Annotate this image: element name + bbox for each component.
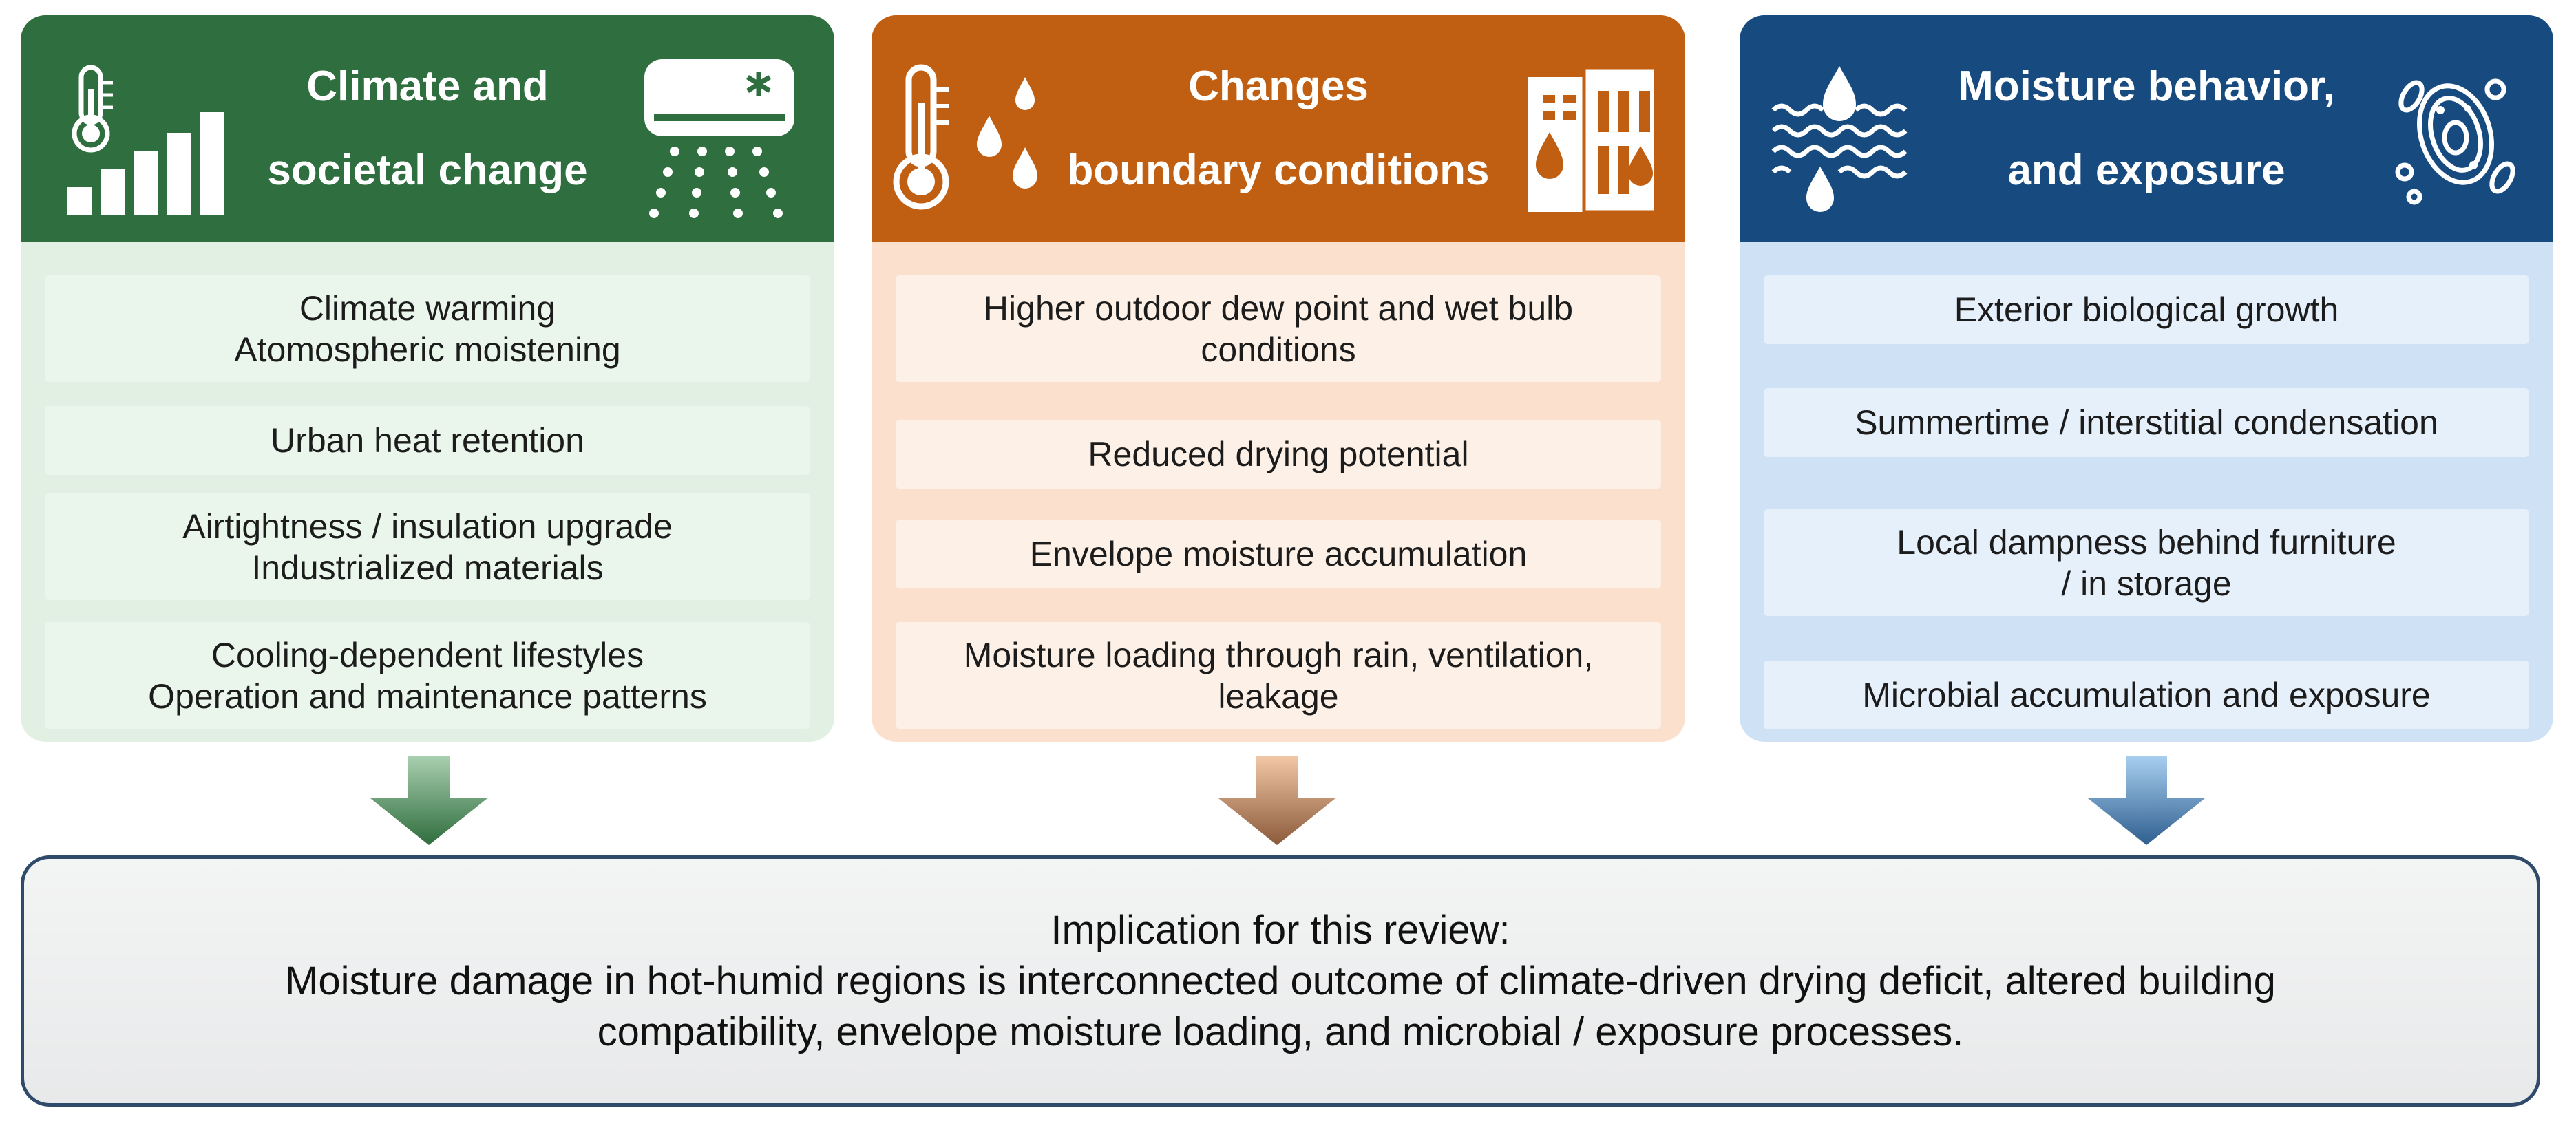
list-item: Exterior biological growth <box>1764 275 2529 344</box>
item-line: Microbial accumulation and exposure <box>1862 676 2431 714</box>
item-line: Atomospheric moistening <box>234 330 621 369</box>
panel-header: Changes boundary conditions <box>872 15 1685 242</box>
list-item: Microbial accumulation and exposure <box>1764 661 2529 729</box>
list-item: Urban heat retention <box>45 406 810 475</box>
item-line: / in storage <box>2061 564 2232 603</box>
list-item: Local dampness behind furniture / in sto… <box>1764 509 2529 616</box>
panel-header: Climate and societal change <box>21 15 834 242</box>
panel-moisture-exposure: Moisture behavior, and exposure Exterior… <box>1740 15 2553 742</box>
list-item: Climate warming Atomospheric moistening <box>45 275 810 382</box>
item-line: Climate warming <box>299 288 556 328</box>
list-item: Reduced drying potential <box>896 420 1661 489</box>
down-arrow-icon <box>1218 756 1335 845</box>
bar-chart-icon <box>67 108 233 215</box>
panel-title-line: societal change <box>267 147 588 194</box>
list-item: Moisture loading through rain, ventilati… <box>896 622 1661 729</box>
item-line: Local dampness behind furniture <box>1897 522 2396 562</box>
item-line: Airtightness / insulation upgrade <box>182 507 673 546</box>
implication-text-line: Moisture damage in hot-humid regions is … <box>285 958 2276 1003</box>
panel-title-line: Climate and <box>306 63 549 110</box>
item-line: Urban heat retention <box>271 421 584 460</box>
water-drops-icon <box>971 76 1047 196</box>
building-moisture-icon <box>1522 63 1660 215</box>
item-line: Summertime / interstitial condensation <box>1855 403 2438 442</box>
panel-title-line: Moisture behavior, <box>1958 63 2335 110</box>
panel-body: Climate warming Atomospheric moistening … <box>21 242 834 742</box>
item-line: Moisture loading through rain, ventilati… <box>963 635 1594 674</box>
panel-body: Higher outdoor dew point and wet bulb co… <box>872 242 1685 742</box>
panel-title: Changes boundary conditions <box>1044 15 1513 242</box>
item-line: Envelope moisture accumulation <box>1029 535 1528 573</box>
panel-boundary-conditions: Changes boundary conditions Higher outdo… <box>872 15 1685 742</box>
list-item: Summertime / interstitial condensation <box>1764 388 2529 457</box>
panel-title: Climate and societal change <box>227 15 628 242</box>
list-item: Cooling-dependent lifestyles Operation a… <box>45 622 810 729</box>
implication-text-line: compatibility, envelope moisture loading… <box>597 1009 1964 1054</box>
air-conditioner-icon <box>640 55 799 220</box>
panel-header: Moisture behavior, and exposure <box>1740 15 2553 242</box>
panel-title-line: boundary conditions <box>1067 147 1490 194</box>
down-arrow-icon <box>2088 756 2205 845</box>
list-item: Airtightness / insulation upgrade Indust… <box>45 493 810 600</box>
down-arrow-icon <box>370 756 487 845</box>
thermometer-icon <box>892 62 954 213</box>
humidity-waves-icon <box>1771 63 1908 215</box>
item-line: Exterior biological growth <box>1954 290 2339 329</box>
panel-title-line: Changes <box>1188 63 1369 110</box>
microbe-icon <box>2387 69 2524 206</box>
list-item: Envelope moisture accumulation <box>896 520 1661 588</box>
item-line: leakage <box>1218 676 1339 716</box>
item-line: Operation and maintenance patterns <box>148 676 707 716</box>
item-line: Higher outdoor dew point and wet bulb <box>983 288 1574 328</box>
panel-title-line: and exposure <box>2007 147 2285 194</box>
implication-heading: Implication for this review: <box>1051 907 1510 952</box>
item-line: Cooling-dependent lifestyles <box>211 635 644 674</box>
item-line: Reduced drying potential <box>1088 435 1469 473</box>
panel-title: Moisture behavior, and exposure <box>1912 15 2381 242</box>
implication-box: Implication for this review: Moisture da… <box>21 855 2540 1107</box>
list-item: Higher outdoor dew point and wet bulb co… <box>896 275 1661 382</box>
item-line: conditions <box>1201 330 1356 369</box>
thermometer-icon <box>67 62 116 155</box>
panel-body: Exterior biological growth Summertime / … <box>1740 242 2553 742</box>
panel-climate-societal-change: Climate and societal change Climate warm… <box>21 15 834 742</box>
item-line: Industrialized materials <box>251 548 604 587</box>
